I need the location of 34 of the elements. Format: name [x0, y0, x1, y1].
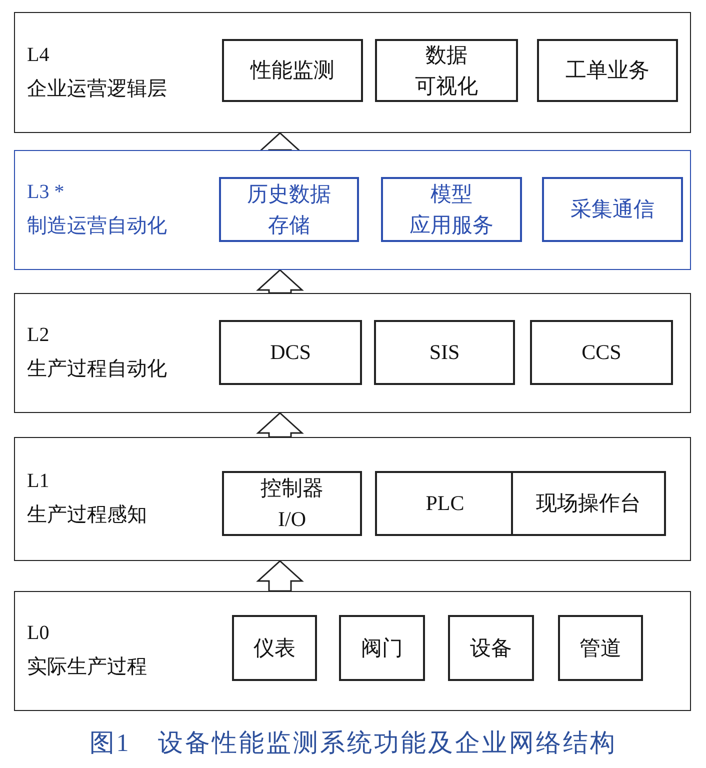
block-arrow [256, 412, 304, 438]
module-box: 模型应用服务 [381, 177, 522, 242]
module-box: 工单业务 [537, 39, 678, 102]
module-box: 采集通信 [542, 177, 683, 242]
module-box: 阀门 [339, 615, 425, 681]
module-box: 仪表 [232, 615, 317, 681]
layer-title: 实际生产过程 [27, 655, 147, 680]
block-arrow [256, 268, 304, 294]
layer-code: L4 [27, 42, 50, 68]
layer-title: 生产过程自动化 [27, 357, 167, 382]
layer-code: L1 [27, 469, 50, 494]
module-box: DCS [219, 320, 362, 385]
layer-band [14, 150, 691, 270]
layer-band [14, 437, 691, 561]
module-box: SIS [374, 320, 515, 385]
layer-code: L0 [27, 621, 50, 646]
layer-code: L3 * [27, 180, 64, 205]
layer-band [14, 591, 691, 711]
layer-band [14, 12, 691, 133]
layer-title: 生产过程感知 [27, 503, 147, 528]
module-box: 数据可视化 [375, 39, 518, 102]
module-box: 现场操作台 [511, 471, 666, 536]
module-box: 管道 [558, 615, 643, 681]
module-box: 性能监测 [222, 39, 363, 102]
module-box: CCS [530, 320, 673, 385]
block-arrow [256, 560, 304, 592]
figure-caption: 图1 设备性能监测系统功能及企业网络结构 [88, 729, 618, 759]
layer-title: 制造运营自动化 [27, 214, 167, 239]
module-box: 控制器I/O [222, 471, 362, 536]
layer-band [14, 293, 691, 413]
module-box: 设备 [448, 615, 534, 681]
layer-code: L2 [27, 323, 50, 348]
layer-title: 企业运营逻辑层 [27, 76, 167, 102]
module-box: 历史数据存储 [219, 177, 359, 242]
